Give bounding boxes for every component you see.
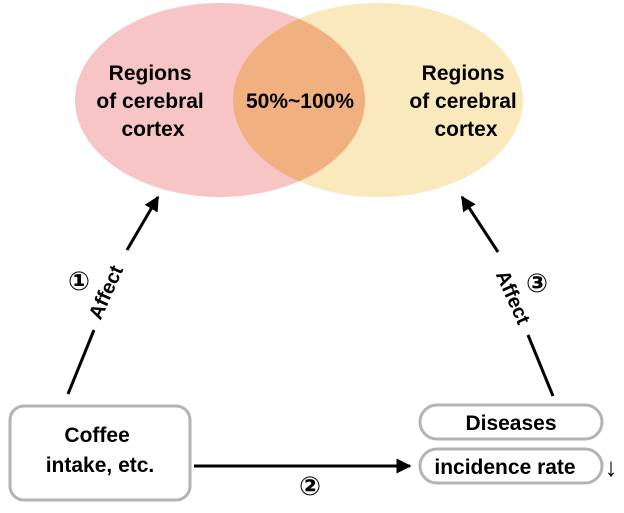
venn-left-label: Regions of cerebral cortex — [96, 62, 209, 141]
edge-left-arrow-lower — [66, 329, 96, 395]
edge-left-number: ① — [68, 266, 90, 296]
node-incidence-label: incidence rate — [434, 456, 575, 479]
venn-right-label-line: of cerebral — [409, 90, 516, 113]
node-coffee-box — [8, 404, 192, 502]
venn-left-label-line: of cerebral — [96, 90, 203, 113]
node-coffee-label-line: intake, etc. — [46, 454, 155, 477]
venn-overlap-label: 50%~100% — [246, 90, 354, 113]
edge-right-number: ③ — [526, 268, 548, 298]
edge-left-label: Affect — [85, 262, 128, 323]
edge-right-arrow-lower — [526, 334, 555, 397]
edge-right-arrow-upper — [460, 195, 500, 253]
venn-overlap-region — [233, 3, 365, 197]
node-coffee-label: Coffee intake, etc. — [46, 424, 155, 477]
edge-left-arrow-upper — [125, 195, 160, 251]
node-incidence-box — [418, 447, 604, 485]
venn-left-label-line: Regions — [109, 62, 192, 85]
node-diseases-label: Diseases — [465, 412, 556, 435]
venn-right-label-line: cortex — [434, 118, 497, 141]
edge-bottom-number: ② — [299, 471, 321, 501]
node-coffee-label-line: Coffee — [64, 424, 129, 447]
node-diseases-box — [418, 403, 604, 441]
venn-left-label-line: cortex — [121, 118, 184, 141]
venn-right-label: Regions of cerebral cortex — [409, 62, 522, 141]
venn-right-label-line: Regions — [422, 62, 505, 85]
incidence-down-arrow-icon: ↓ — [605, 452, 618, 482]
